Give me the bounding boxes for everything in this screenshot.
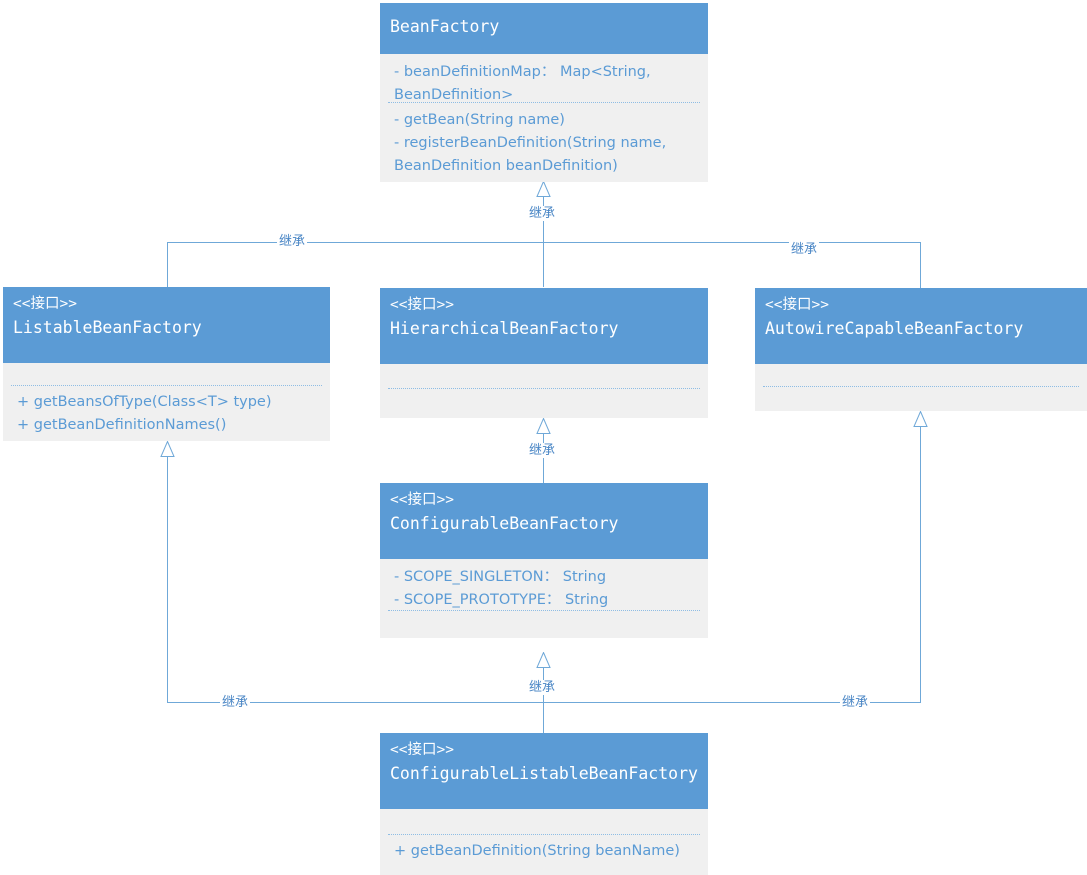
methods-section-listable-bean-factory: + getBeansOfType(Class<T> type) + getBea…: [3, 386, 330, 441]
class-header-autowire-capable-bean-factory: <<接口>> AutowireCapableBeanFactory: [755, 288, 1087, 364]
class-header-configurable-listable-bean-factory: <<接口>> ConfigurableListableBeanFactory: [380, 733, 708, 809]
inheritance-arrow-clbf-to-autowire: [913, 411, 928, 427]
class-name-autowire-capable-bean-factory: AutowireCapableBeanFactory: [765, 319, 1024, 338]
attributes-section-configurable-bean-factory: - SCOPE_SINGLETON： String - SCOPE_PROTOT…: [380, 559, 708, 610]
edge-label-autowire-to-beanfactory: 继承: [789, 242, 820, 257]
method-item: + getBeanDefinition(String beanName): [394, 843, 680, 859]
class-name-configurable-listable-bean-factory: ConfigurableListableBeanFactory: [390, 764, 698, 783]
attribute-item: - SCOPE_SINGLETON： String: [394, 569, 607, 585]
class-name-listable-bean-factory: ListableBeanFactory: [13, 318, 202, 337]
connector-clbf-to-autowire-horizontal: [543, 702, 921, 703]
method-item: + getBeansOfType(Class<T> type): [17, 394, 272, 410]
stereotype-label: <<接口>>: [765, 297, 829, 313]
attribute-item: - SCOPE_PROTOTYPE： String: [394, 592, 609, 608]
stereotype-label: <<接口>>: [390, 492, 454, 508]
class-box-autowire-capable-bean-factory[interactable]: <<接口>> AutowireCapableBeanFactory: [755, 288, 1087, 411]
edge-label-clbf-to-autowire: 继承: [840, 695, 871, 710]
inheritance-arrow-hierarchical-to-beanfactory: [536, 181, 551, 197]
edge-label-clbf-to-configurable: 继承: [527, 680, 558, 695]
connector-clbf-to-configurable: [543, 667, 544, 733]
methods-section-autowire-capable-bean-factory: [755, 387, 1087, 411]
connector-autowire-to-beanfactory-vertical: [920, 242, 921, 288]
edge-label-listable-to-beanfactory: 继承: [277, 234, 308, 249]
section-divider: [388, 834, 700, 835]
attributes-section-configurable-listable-bean-factory: [380, 809, 708, 834]
connector-clbf-to-listable-horizontal: [167, 702, 544, 703]
method-item: - registerBeanDefinition(String name, Be…: [394, 135, 671, 174]
method-item: + getBeanDefinitionNames(): [17, 417, 227, 433]
connector-autowire-to-beanfactory-horizontal: [543, 242, 921, 243]
class-box-listable-bean-factory[interactable]: <<接口>> ListableBeanFactory + getBeansOfT…: [3, 287, 330, 441]
connector-clbf-to-listable-vertical: [167, 456, 168, 703]
methods-section-hierarchical-bean-factory: [380, 389, 708, 417]
connector-listable-to-beanfactory-vertical: [167, 242, 168, 288]
inheritance-arrow-configurable-to-hierarchical: [536, 418, 551, 434]
class-box-bean-factory[interactable]: BeanFactory - beanDefinitionMap： Map<Str…: [380, 3, 708, 182]
section-divider: [388, 102, 700, 103]
class-header-hierarchical-bean-factory: <<接口>> HierarchicalBeanFactory: [380, 288, 708, 364]
edge-label-clbf-to-listable: 继承: [220, 695, 251, 710]
attributes-section-listable-bean-factory: [3, 363, 330, 385]
methods-section-configurable-listable-bean-factory: + getBeanDefinition(String beanName): [380, 835, 708, 868]
connector-listable-to-beanfactory-horizontal: [167, 242, 544, 243]
section-divider: [388, 610, 700, 611]
edge-label-hierarchical-to-beanfactory: 继承: [527, 206, 558, 221]
attributes-section-autowire-capable-bean-factory: [755, 364, 1087, 386]
stereotype-label: <<接口>>: [390, 742, 454, 758]
attributes-section-bean-factory: - beanDefinitionMap： Map<String, BeanDef…: [380, 54, 708, 103]
class-box-configurable-bean-factory[interactable]: <<接口>> ConfigurableBeanFactory - SCOPE_S…: [380, 483, 708, 638]
class-header-listable-bean-factory: <<接口>> ListableBeanFactory: [3, 287, 330, 363]
class-box-configurable-listable-bean-factory[interactable]: <<接口>> ConfigurableListableBeanFactory +…: [380, 733, 708, 875]
class-name-bean-factory: BeanFactory: [390, 17, 500, 36]
method-item: - getBean(String name): [394, 112, 565, 128]
attribute-item: - beanDefinitionMap： Map<String, BeanDef…: [394, 64, 656, 103]
inheritance-arrow-clbf-to-configurable: [536, 652, 551, 668]
methods-section-bean-factory: - getBean(String name) - registerBeanDef…: [380, 103, 708, 182]
section-divider: [11, 385, 322, 386]
connector-configurable-to-hierarchical: [543, 433, 544, 483]
connector-hierarchical-to-beanfactory: [543, 196, 544, 287]
edge-label-configurable-to-hierarchical: 继承: [527, 443, 558, 458]
class-header-configurable-bean-factory: <<接口>> ConfigurableBeanFactory: [380, 483, 708, 559]
stereotype-label: <<接口>>: [390, 297, 454, 313]
class-name-hierarchical-bean-factory: HierarchicalBeanFactory: [390, 319, 619, 338]
connector-clbf-to-autowire-vertical: [920, 426, 921, 703]
stereotype-label: <<接口>>: [13, 296, 77, 312]
class-header-bean-factory: BeanFactory: [380, 3, 708, 54]
inheritance-arrow-clbf-to-listable: [160, 441, 175, 457]
methods-section-configurable-bean-factory: [380, 611, 708, 637]
class-name-configurable-bean-factory: ConfigurableBeanFactory: [390, 514, 619, 533]
section-divider: [763, 386, 1079, 387]
section-divider: [388, 388, 700, 389]
class-box-hierarchical-bean-factory[interactable]: <<接口>> HierarchicalBeanFactory: [380, 288, 708, 418]
attributes-section-hierarchical-bean-factory: [380, 364, 708, 388]
